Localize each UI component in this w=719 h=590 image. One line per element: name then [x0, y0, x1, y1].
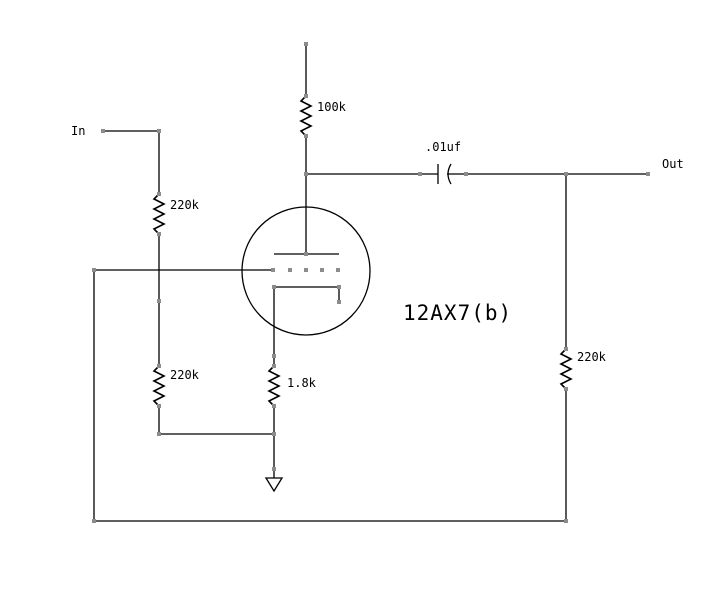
ground-icon [264, 477, 284, 493]
grid-dot [288, 268, 292, 272]
node [337, 300, 341, 304]
node [646, 172, 650, 176]
divider-bottom-resistor-label: 220k [170, 368, 200, 382]
grid-dot [304, 268, 308, 272]
node [157, 192, 161, 196]
node [304, 42, 308, 46]
node [157, 432, 161, 436]
tube-label: 12AX7(b) [403, 301, 512, 325]
node [157, 299, 161, 303]
divider-bottom-resistor [152, 365, 166, 407]
node [564, 387, 568, 391]
node [564, 347, 568, 351]
node [464, 172, 468, 176]
node [92, 519, 96, 523]
node [157, 129, 161, 133]
node [564, 519, 568, 523]
node [92, 268, 96, 272]
divider-top-resistor-label: 220k [170, 198, 200, 212]
plate-resistor [299, 95, 313, 137]
output-label: Out [662, 157, 684, 171]
plate-resistor-label: 100k [317, 100, 347, 114]
node [418, 172, 422, 176]
node [272, 432, 276, 436]
node [304, 172, 308, 176]
load-resistor [559, 348, 573, 390]
grid-dot [320, 268, 324, 272]
node [272, 364, 276, 368]
divider-top-resistor [152, 193, 166, 235]
tube-grid [271, 268, 340, 272]
tube-cathode-electrode [273, 286, 340, 302]
node [101, 129, 105, 133]
junction-nodes [92, 42, 650, 523]
coupling-cap-label: .01uf [425, 140, 461, 154]
node [157, 404, 161, 408]
node [272, 467, 276, 471]
node [272, 404, 276, 408]
cathode-resistor-label: 1.8k [287, 376, 317, 390]
node [304, 94, 308, 98]
node [272, 285, 276, 289]
grid-dot [336, 268, 340, 272]
node [272, 354, 276, 358]
cathode-resistor [267, 365, 281, 407]
node [157, 232, 161, 236]
node [337, 285, 341, 289]
tube-envelope [241, 206, 371, 336]
node [157, 364, 161, 368]
grid-dot [271, 268, 275, 272]
input-label: In [71, 124, 85, 138]
node [304, 134, 308, 138]
load-resistor-label: 220k [577, 350, 607, 364]
node [304, 252, 308, 256]
node [564, 172, 568, 176]
